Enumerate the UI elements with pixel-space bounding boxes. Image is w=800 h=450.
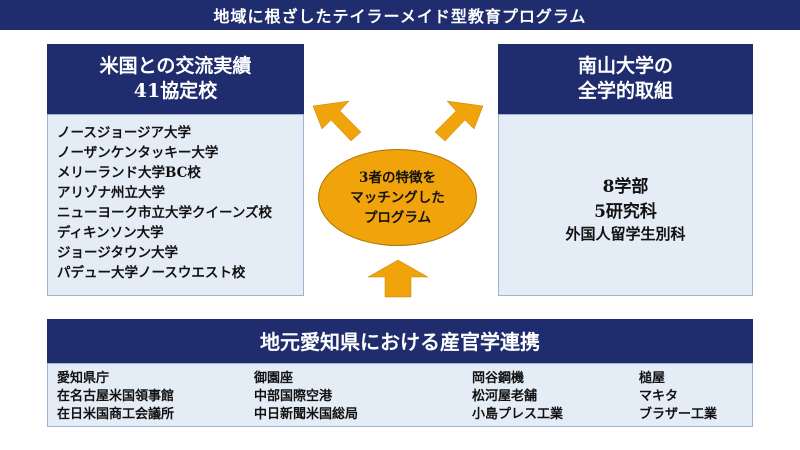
nanzan-content: 8学部 5研究科 外国人留学生別科: [499, 115, 752, 295]
nanzan-heading-line1: 南山大学の: [577, 55, 673, 77]
international-program: 外国人留学生別科: [565, 225, 686, 243]
center-line: マッチングした: [350, 189, 445, 206]
partner-list: ノースジョージア大学 ノーザンケンタッキー大学 メリーランド大学BC校 アリゾナ…: [57, 123, 272, 283]
collaboration-column: 槌屋 マキタ ブラザー工業: [639, 370, 717, 424]
partner-item: ニューヨーク市立大学クイーンズ校: [57, 205, 273, 221]
nanzan-heading-line2: 全学的取組: [577, 80, 673, 102]
collaboration-item: 愛知県庁: [57, 371, 110, 386]
collaboration-item: 在日米国商工会議所: [57, 407, 175, 422]
collaboration-panel: 愛知県庁 在名古屋米国領事館 在日米国商工会議所 御園座 中部国際空港 中日新聞…: [47, 363, 753, 427]
partner-item: メリーランド大学BC校: [57, 165, 201, 181]
partner-item: パデュー大学ノースウエスト校: [57, 265, 246, 281]
collaboration-item: 中部国際空港: [254, 389, 333, 404]
faculties-count: 8学部: [602, 177, 649, 197]
collaboration-item: 小島プレス工業: [472, 407, 564, 422]
nanzan-panel: 8学部 5研究科 外国人留学生別科: [498, 114, 753, 296]
collaboration-item: 在名古屋米国領事館: [57, 389, 175, 404]
center-line: 3者の特徴を: [359, 169, 436, 186]
collaboration-item: 松河屋老舗: [472, 389, 538, 404]
partner-item: ジョージタウン大学: [57, 245, 178, 261]
arrow-upper-right-icon: [434, 100, 484, 142]
partners-panel: ノースジョージア大学 ノーザンケンタッキー大学 メリーランド大学BC校 アリゾナ…: [47, 114, 304, 296]
graduate-count: 5研究科: [594, 202, 657, 222]
center-line: プログラム: [363, 209, 432, 226]
collaboration-item: 岡谷鋼機: [472, 371, 525, 386]
collaboration-heading: 地元愛知県における産官学連携: [47, 319, 753, 363]
collaboration-item: 中日新聞米国総局: [254, 407, 359, 422]
matching-program-text: 3者の特徴を マッチングした プログラム: [350, 168, 445, 228]
page-title: 地域に根ざしたテイラーメイド型教育プログラム: [0, 0, 800, 30]
partner-item: アリゾナ州立大学: [57, 185, 165, 201]
partner-item: ディキンソン大学: [57, 225, 164, 241]
partners-heading-line1: 米国との交流実績: [99, 55, 252, 77]
collaboration-item: 御園座: [254, 371, 294, 386]
collaboration-item: 槌屋: [639, 371, 666, 386]
collaboration-item: マキタ: [639, 389, 679, 404]
collaboration-item: ブラザー工業: [639, 407, 718, 422]
partners-heading-line2: 41協定校: [133, 80, 218, 102]
matching-program-ellipse: 3者の特徴を マッチングした プログラム: [318, 149, 477, 246]
partner-item: ノースジョージア大学: [57, 125, 192, 141]
collaboration-column: 愛知県庁 在名古屋米国領事館 在日米国商工会議所: [57, 370, 174, 424]
arrow-up-icon: [367, 259, 429, 298]
partner-item: ノーザンケンタッキー大学: [57, 145, 219, 161]
partners-heading: 米国との交流実績 41協定校: [47, 44, 304, 114]
collaboration-column: 岡谷鋼機 松河屋老舗 小島プレス工業: [472, 370, 563, 424]
arrow-upper-left-icon: [312, 100, 362, 142]
nanzan-heading: 南山大学の 全学的取組: [498, 44, 753, 114]
collaboration-column: 御園座 中部国際空港 中日新聞米国総局: [254, 370, 358, 424]
